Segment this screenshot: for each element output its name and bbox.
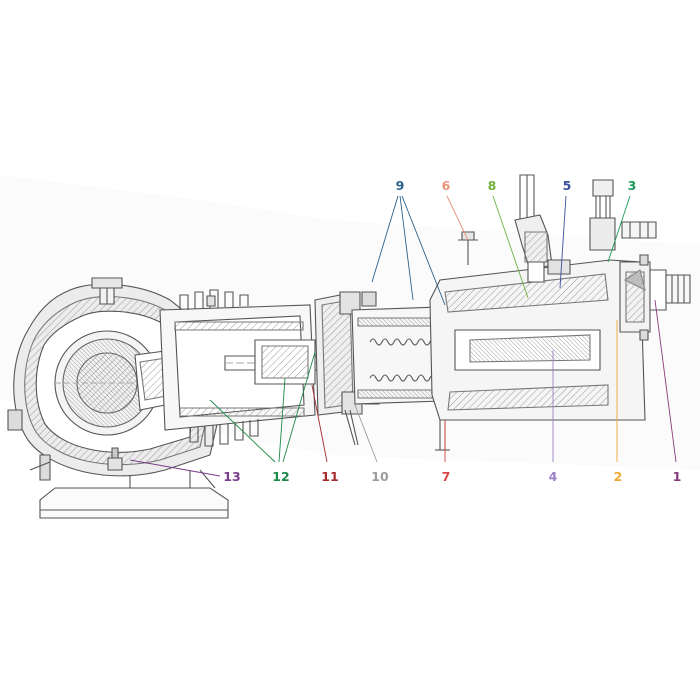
- crankshaft: [55, 331, 160, 435]
- leader-13: [129, 459, 221, 477]
- callout-3: 3: [628, 178, 637, 193]
- callout-10: 10: [371, 469, 389, 484]
- callout-6: 6: [442, 178, 451, 193]
- callout-12: 12: [272, 469, 289, 484]
- base-plate: [40, 470, 228, 518]
- intermediate-flange: [315, 292, 379, 445]
- leader-8: [492, 195, 529, 299]
- callout-13: 13: [223, 469, 240, 484]
- leader-9-a: [371, 195, 399, 283]
- mechanical-drawing: [8, 175, 690, 518]
- leader-11: [311, 384, 328, 463]
- leader-9-c: [401, 195, 446, 306]
- callout-4: 4: [549, 469, 558, 484]
- leader-1: [654, 299, 677, 463]
- callout-9: 9: [396, 178, 405, 193]
- callout-7: 7: [442, 469, 451, 484]
- callout-11: 11: [321, 469, 338, 484]
- breather-cap: [92, 278, 122, 304]
- leader-lines: [129, 195, 677, 477]
- drain-fitting: [108, 448, 122, 470]
- leader-12-c: [282, 351, 316, 463]
- end-cover: [620, 255, 690, 340]
- leader-5: [559, 195, 567, 289]
- leader-12-a: [209, 399, 276, 463]
- callout-8: 8: [488, 178, 497, 193]
- leader-12-b: [278, 377, 286, 463]
- leader-3: [607, 195, 631, 263]
- discharge-fitting: [590, 180, 656, 250]
- callout-1: 1: [673, 469, 682, 484]
- valve-assembly: [515, 175, 570, 282]
- leader-10: [354, 404, 378, 463]
- pump-body: [430, 260, 645, 450]
- callout-labels: 9 6 8 5 3 13 12 11 10 7 4 2 1: [223, 178, 681, 484]
- leader-9-b: [399, 195, 414, 301]
- leader-6: [446, 195, 469, 241]
- callout-2: 2: [614, 469, 623, 484]
- callout-5: 5: [563, 178, 572, 193]
